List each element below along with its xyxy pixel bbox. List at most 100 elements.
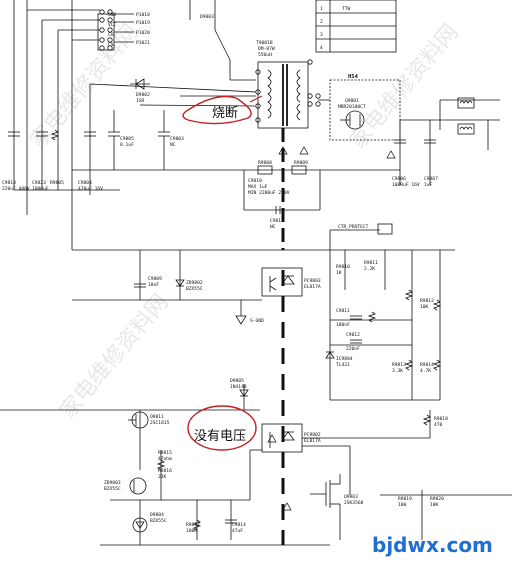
pin-cs: CS [108, 42, 114, 48]
c-b1-label: C9814 [232, 522, 246, 528]
r-b1-value: 100K [186, 528, 197, 534]
r-q2-value: 22K [158, 474, 167, 480]
c-left2-label: C9823 [32, 180, 46, 186]
no-voltage-highlight-circle [187, 405, 257, 451]
led-part: BZX55C [150, 518, 167, 524]
zener-part: BZX55C [186, 286, 203, 292]
conn-label-2: P1019 [136, 20, 150, 26]
r-mos2-value: 10K [430, 502, 439, 508]
mosfet-ref: Q9801 [345, 98, 359, 104]
opto1-part: EL817A [304, 284, 321, 290]
c-mid2-value: NC [170, 142, 176, 148]
site-url: bjdwx.com [372, 533, 493, 557]
r-b1-label: R9817 [186, 522, 200, 528]
r-mos1-value: 100 [398, 502, 407, 508]
c-zener-value: 10nF [148, 282, 159, 288]
header-row-4: 4 [320, 45, 323, 51]
r-r2-value: 2.2K [364, 266, 375, 272]
header-row-3: 3 [320, 32, 323, 38]
pin-vcc: VCC [108, 22, 117, 28]
c-mid-value: 0.1uF [120, 142, 134, 148]
conn-label-3: P1020 [136, 30, 150, 36]
r-q2-label: R9816 [158, 468, 172, 474]
c-bridge-part: MIN 2200uF 250V [248, 190, 290, 196]
r-snub2-label: R9809 [294, 160, 308, 166]
gnd-label: S-GND [250, 318, 264, 324]
mosfet-part: MBR20100CT [338, 104, 366, 110]
burnt-highlight-circle [182, 95, 252, 125]
opto2-part: EL817A [304, 438, 321, 444]
r-opto2-label: R9818 [434, 416, 448, 422]
c-bridge2-value: NC [270, 224, 276, 230]
r-r2-label: R9811 [364, 260, 378, 266]
tl431-label: IC9804 [336, 356, 353, 362]
r-r1-value: 1K [336, 270, 342, 276]
c-b1-value: 47uF [232, 528, 243, 534]
c-left3-label: C9804 [78, 180, 92, 186]
d-mid-part: 1SR [136, 98, 145, 104]
watermark-2: 家电维修资料网 [345, 20, 463, 154]
q-mos-label: Q9803 [344, 494, 358, 500]
r-r4-value: 3.3K [392, 368, 403, 374]
burnt-annotation: 烧断 [212, 106, 238, 121]
c-r1-value: 100nF [336, 322, 350, 328]
r-r3-value: 10K [420, 304, 429, 310]
header-row-1: 1 [320, 6, 323, 12]
watermark-3: 家电维修资料网 [55, 290, 173, 424]
pin-gnd: GND [108, 12, 117, 18]
c-out1-value: 1000uF 16V [392, 182, 420, 188]
heatsink-ref: HS4 [348, 74, 359, 80]
c-r2-value: 220nF [346, 346, 360, 352]
header-row-2: 2 [320, 19, 323, 25]
q-low-part: 2SC1815 [150, 420, 170, 426]
r-r1-label: R9810 [336, 264, 350, 270]
c-mid2-label: C9803 [170, 136, 184, 142]
r-q1-label: R9815 [158, 450, 172, 456]
transformer-value: 550uH [258, 52, 272, 58]
c-bridge2-label: C9815 [270, 218, 284, 224]
r-opto2-value: 470 [434, 422, 443, 428]
c-left3-value: 470uF 16V [78, 186, 103, 192]
c-r2-label: C9812 [346, 332, 360, 338]
conn-label-4: P1021 [136, 40, 150, 46]
transformer-ref: T9801B [256, 40, 273, 46]
c-out2-value: 1uF [424, 182, 433, 188]
c-bridge-label: C9810 [248, 178, 262, 184]
c-left1-label: C9813 [2, 180, 16, 186]
opto1-label: PC9803 [304, 278, 321, 284]
header-top-label: TTW [342, 6, 351, 12]
no-voltage-annotation: 没有电压 [194, 429, 246, 444]
r-left-label: R9805 [50, 180, 64, 186]
c-mid-label: C9805 [120, 136, 134, 142]
d-top-label: D9803 [200, 14, 214, 20]
c-out1-label: C9806 [392, 176, 406, 182]
r-r4-label: R9813 [392, 362, 406, 368]
d-low-value: 1N4148 [230, 384, 247, 390]
led-label: D9804 [150, 512, 164, 518]
c-left1-value: 220uF 400V [2, 186, 30, 192]
opto2-label: PC9802 [304, 432, 321, 438]
r-mos2-label: R9820 [430, 496, 444, 502]
conn-label-1: P1018 [136, 12, 150, 18]
r-r5-value: 4.7K [420, 368, 431, 374]
r-r3-label: R9812 [420, 298, 434, 304]
d-mid-label: D9802 [136, 92, 150, 98]
d-low-label: D9805 [230, 378, 244, 384]
d-q-label: ZD9803 [104, 480, 121, 486]
d-q-part: BZX55C [104, 486, 121, 492]
zener-label: ZD9802 [186, 280, 203, 286]
c-zener-label: C9809 [148, 276, 162, 282]
c-left2-value: 1000uF [32, 186, 49, 192]
r-snub1-label: R9808 [258, 160, 272, 166]
r-q1-value: 47ohm [158, 456, 172, 462]
r-mos1-label: R9819 [398, 496, 412, 502]
c-r1-label: C9811 [336, 308, 350, 314]
pin-co: CO [108, 32, 114, 38]
c-out2-label: C9807 [424, 176, 438, 182]
q-low-label: Q9811 [150, 414, 164, 420]
r-r5-label: R9814 [420, 362, 434, 368]
c-bridge-value: MAX 1uF [248, 184, 268, 190]
tl431-part: TL431 [336, 362, 350, 368]
